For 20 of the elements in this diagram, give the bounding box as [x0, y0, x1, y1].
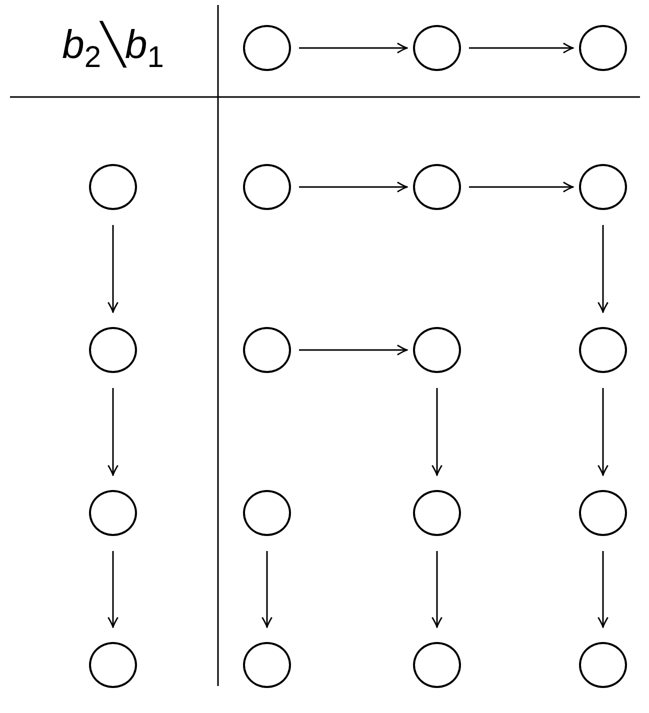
circle-node [243, 164, 291, 210]
circle-node [413, 642, 461, 688]
circle-node [413, 490, 461, 536]
circle-node [413, 25, 461, 71]
circle-node [579, 642, 627, 688]
circle-node [579, 327, 627, 373]
circle-node [579, 25, 627, 71]
header-label: b$_{2}$╲b$_{1}$ [62, 21, 164, 75]
circle-node [89, 164, 137, 210]
circle-node [579, 490, 627, 536]
circle-node [89, 327, 137, 373]
circle-node [243, 642, 291, 688]
circle-node [89, 490, 137, 536]
circle-node [413, 164, 461, 210]
circle-node [89, 642, 137, 688]
circle-node [413, 327, 461, 373]
circle-node [579, 164, 627, 210]
circle-node [243, 25, 291, 71]
circle-node [243, 490, 291, 536]
circle-node [243, 327, 291, 373]
